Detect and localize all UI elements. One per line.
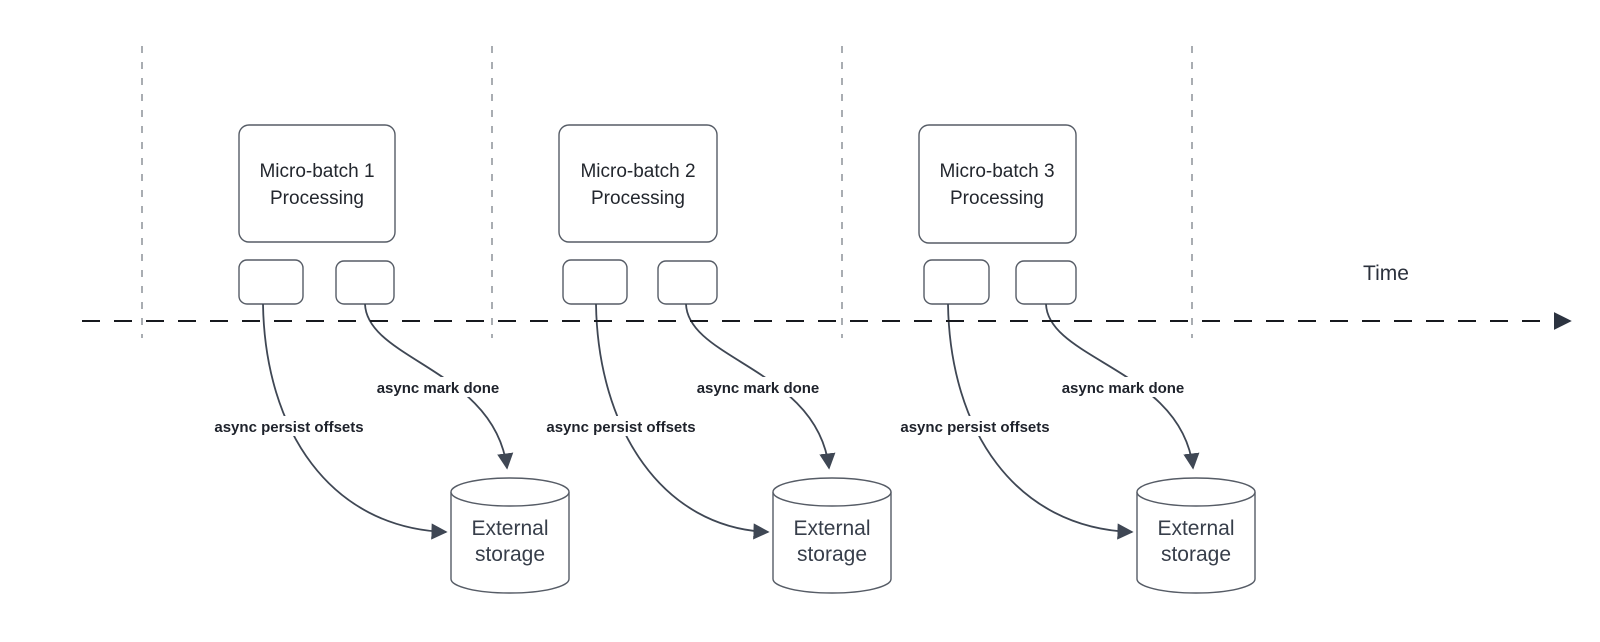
- microbatch-2-box: [558, 124, 718, 243]
- microbatch-3-persist-arrow: [947, 303, 1134, 540]
- external-storage-cylinder-2-body: [772, 492, 892, 594]
- microbatch-2-done-label-bg: [684, 377, 832, 397]
- microbatch-2-persist-label-bg: [531, 416, 711, 436]
- microbatch-group-3: Micro-batch 3 Processing async persist o…: [885, 124, 1256, 594]
- microbatch-1-done-arrow: [364, 303, 514, 470]
- microbatch-2-title-line2: Processing: [591, 188, 685, 209]
- microbatch-3-title-line2: Processing: [950, 188, 1044, 209]
- external-storage-1-line2: storage: [475, 543, 545, 566]
- microbatch-1-done-label: async mark done: [377, 380, 500, 397]
- microbatch-group-2: Micro-batch 2 Processing async persist o…: [531, 124, 892, 594]
- microbatch-1-persist-label: async persist offsets: [214, 419, 363, 436]
- external-storage-cylinder-3-top: [1136, 477, 1256, 507]
- microbatch-2-done-chip: [657, 260, 718, 305]
- microbatch-3-done-label-bg: [1049, 377, 1197, 397]
- microbatch-3-box: [918, 124, 1077, 244]
- external-storage-cylinder-1-body: [450, 492, 570, 594]
- microbatch-1-title-line1: Micro-batch 1: [259, 161, 374, 182]
- external-storage-1-line1: External: [471, 517, 548, 540]
- microbatch-3-persist-label: async persist offsets: [900, 419, 1049, 436]
- external-storage-cylinder-2-top: [772, 477, 892, 507]
- external-storage-2-line1: External: [793, 517, 870, 540]
- external-storage-cylinder-3-body: [1136, 492, 1256, 594]
- external-storage-cylinder-2: External storage: [772, 477, 892, 594]
- external-storage-3-line1: External: [1157, 517, 1234, 540]
- external-storage-cylinder-1: External storage: [450, 477, 570, 594]
- microbatch-2-done-arrow: [685, 303, 836, 470]
- microbatch-3-done-label: async mark done: [1062, 380, 1185, 397]
- microbatch-3-persist-label-bg: [885, 416, 1065, 436]
- microbatch-group-1: Micro-batch 1 Processing async persist o…: [199, 124, 570, 594]
- microbatch-1-persist-label-bg: [199, 416, 379, 436]
- external-storage-3-line2: storage: [1161, 543, 1231, 566]
- microbatch-2-done-label: async mark done: [697, 380, 820, 397]
- microbatch-3-persist-chip: [923, 259, 990, 305]
- microbatch-1-box: [238, 124, 396, 243]
- microbatch-2-persist-arrow: [595, 303, 770, 540]
- external-storage-2-line2: storage: [797, 543, 867, 566]
- microbatch-1-title-line2: Processing: [270, 188, 364, 209]
- microbatch-1-persist-arrow: [262, 303, 448, 540]
- microbatch-3-title-line1: Micro-batch 3: [939, 161, 1054, 182]
- external-storage-cylinder-3: External storage: [1136, 477, 1256, 594]
- microbatch-1-persist-chip: [238, 259, 304, 305]
- microbatch-1-done-chip: [335, 260, 395, 305]
- microbatch-2-persist-chip: [562, 259, 628, 305]
- external-storage-cylinder-1-top: [450, 477, 570, 507]
- microbatch-3-done-arrow: [1045, 303, 1200, 470]
- time-axis-label: Time: [1363, 262, 1409, 285]
- microbatch-2-title-line1: Micro-batch 2: [580, 161, 695, 182]
- microbatch-1-done-label-bg: [364, 377, 512, 397]
- microbatch-2-persist-label: async persist offsets: [546, 419, 695, 436]
- microbatch-3-done-chip: [1015, 260, 1077, 305]
